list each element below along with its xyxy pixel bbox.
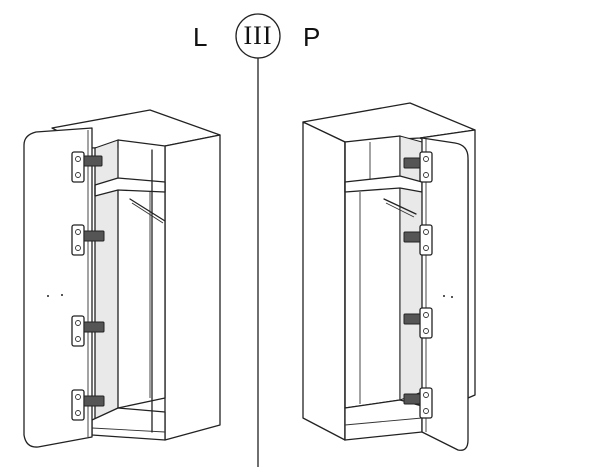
- hanging-rail-icon: [383, 198, 417, 218]
- label-right: P: [303, 22, 321, 52]
- hinge-icon: [403, 224, 433, 256]
- hinge-icon: [403, 387, 433, 419]
- hinge-icon: [403, 151, 433, 183]
- door-left: [23, 127, 93, 448]
- hinge-icon: [71, 389, 105, 421]
- step-number: III: [243, 21, 273, 50]
- hinge-icon: [403, 307, 433, 339]
- hinge-icon: [71, 315, 105, 347]
- wardrobe-left: [51, 109, 221, 441]
- hinge-icon: [71, 224, 105, 256]
- hinge-icon: [71, 151, 103, 183]
- hanging-rail-icon: [129, 198, 166, 224]
- wardrobe-right: [302, 102, 476, 441]
- door-right: [421, 137, 469, 451]
- label-left: L: [193, 22, 208, 52]
